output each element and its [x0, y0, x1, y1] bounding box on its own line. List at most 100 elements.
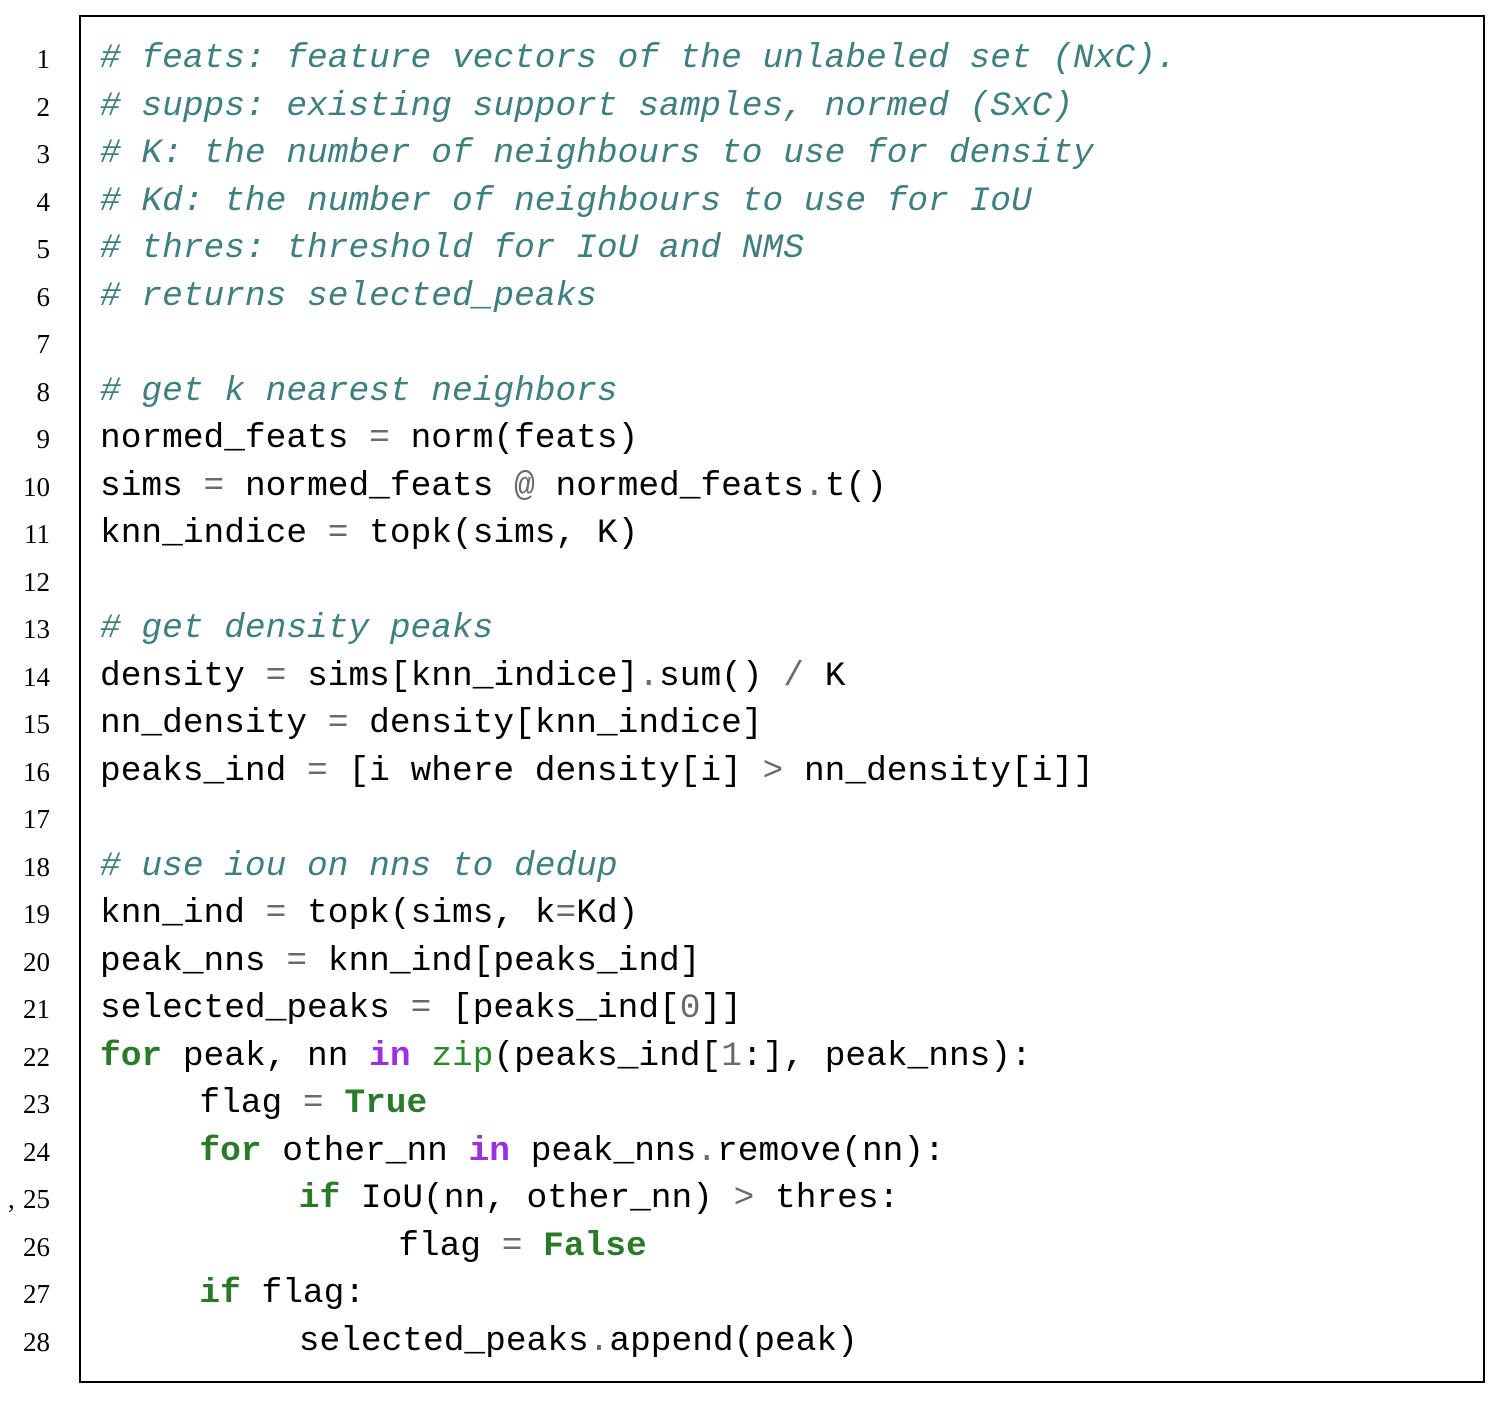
line-number: 26 [23, 1231, 50, 1262]
code-keyword: if [298, 1179, 341, 1218]
code-comment: # get density peaks [100, 609, 494, 648]
code-line: # get k nearest neighbors [100, 368, 618, 416]
line-number: 4 [36, 186, 51, 217]
code-token: = [369, 419, 390, 458]
line-number: 27 [23, 1279, 50, 1309]
code-token: = [555, 894, 577, 933]
code-token: nn_density[i]] [783, 751, 1094, 791]
code-line: if IoU(nn, other_nn) > thres: [299, 1175, 899, 1223]
line-number: 15 [23, 709, 50, 739]
code-token: . [696, 1131, 718, 1171]
code-token: IoU(nn, other_nn) [340, 1179, 734, 1218]
code-token: = [302, 1084, 324, 1123]
code-token: append(peak) [609, 1321, 858, 1361]
code-token: = [327, 514, 349, 553]
line-number: 20 [23, 946, 50, 977]
code-token: sims [100, 466, 204, 506]
code-line: # feats: feature vectors of the unlabele… [100, 35, 1177, 83]
code-line: # Kd: the number of neighbours to use fo… [100, 178, 1032, 226]
line-number: 9 [36, 424, 51, 454]
code-token: t() [824, 466, 887, 506]
stray-comma-mark: , [8, 1184, 15, 1214]
code-token: = [501, 1226, 523, 1266]
code-token: sims[knn_indice] [286, 656, 639, 696]
code-line: flag = False [398, 1223, 647, 1271]
code-keyword: False [543, 1226, 647, 1266]
code-token: density[knn_indice] [348, 704, 763, 743]
code-token: 0 [679, 989, 701, 1028]
code-line: # thres: threshold for IoU and NMS [100, 225, 804, 273]
code-token: . [803, 466, 825, 506]
code-token: [i where density[i] [327, 751, 763, 791]
code-token: = [203, 466, 225, 506]
line-number: 28 [23, 1326, 50, 1357]
code-line: # use iou on nns to dedup [100, 843, 618, 891]
line-number: 17 [23, 804, 50, 834]
code-comment: # thres: threshold for IoU and NMS [100, 229, 804, 268]
code-token: = [265, 656, 287, 696]
code-token: remove(nn): [717, 1131, 945, 1171]
code-token [324, 1084, 345, 1123]
code-token: > [762, 751, 784, 791]
code-token: selected_peaks [100, 989, 411, 1028]
code-token: = [265, 894, 287, 933]
line-number: 3 [36, 139, 51, 169]
line-number: 12 [23, 566, 50, 597]
code-line: density = sims[knn_indice].sum() / K [100, 653, 845, 701]
code-token: topk(sims, K) [348, 514, 639, 553]
code-token: :], peak_nns): [741, 1036, 1032, 1076]
code-token: K [804, 656, 846, 696]
code-token: normed_feats [100, 419, 370, 458]
code-line: peaks_ind = [i where density[i] > nn_den… [100, 748, 1094, 796]
code-token: (peaks_ind[ [493, 1036, 722, 1076]
line-number: 13 [23, 614, 50, 644]
line-number: 6 [36, 281, 51, 312]
code-keyword: in [468, 1131, 510, 1171]
line-number: 8 [36, 376, 51, 407]
code-token: knn_indice [100, 514, 328, 553]
code-token: density [100, 656, 266, 696]
code-token: flag [398, 1226, 502, 1266]
code-line: # K: the number of neighbours to use for… [100, 130, 1094, 178]
code-line: selected_peaks.append(peak) [299, 1318, 858, 1366]
code-token: nn_density [100, 704, 328, 743]
code-token [522, 1227, 543, 1266]
code-token: peaks_ind [100, 751, 308, 791]
code-token: peak, nn [162, 1036, 370, 1076]
code-token: zip [431, 1036, 494, 1076]
code-line: for peak, nn in zip(peaks_ind[1:], peak_… [100, 1033, 1032, 1081]
code-comment: # returns selected_peaks [100, 276, 597, 316]
line-number: 10 [23, 471, 50, 502]
code-token: knn_ind[peaks_ind] [307, 941, 701, 981]
code-line: # supps: existing support samples, norme… [100, 83, 1073, 131]
line-number: 7 [36, 329, 51, 359]
code-token: flag: [240, 1274, 366, 1313]
code-line: nn_density = density[knn_indice] [100, 700, 763, 748]
line-number: 5 [36, 234, 51, 264]
code-comment: # use iou on nns to dedup [100, 846, 618, 886]
code-keyword: for [199, 1131, 262, 1171]
code-token: thres: [754, 1179, 900, 1218]
code-line: sims = normed_feats @ normed_feats.t() [100, 463, 887, 511]
code-comment: # K: the number of neighbours to use for… [100, 134, 1094, 173]
code-token: normed_feats [224, 466, 515, 506]
code-token: peak_nns [509, 1131, 697, 1171]
code-line: peak_nns = knn_ind[peaks_ind] [100, 938, 700, 986]
code-token: . [638, 656, 660, 696]
line-number: 22 [23, 1041, 50, 1072]
code-token: = [307, 751, 328, 791]
code-comment: # supps: existing support samples, norme… [100, 86, 1074, 126]
line-number: 25 [23, 1184, 50, 1214]
code-token: knn_ind [100, 894, 266, 933]
line-number: 2 [36, 91, 51, 122]
line-number: 23 [23, 1089, 50, 1119]
code-token: . [588, 1321, 610, 1361]
code-keyword: in [369, 1036, 411, 1076]
code-token: = [327, 704, 349, 743]
code-keyword: for [100, 1036, 163, 1076]
code-line: flag = True [199, 1080, 427, 1128]
code-line: normed_feats = norm(feats) [100, 415, 638, 463]
code-token: = [286, 941, 308, 981]
code-token: @ [514, 466, 535, 506]
code-line: # get density peaks [100, 605, 493, 653]
